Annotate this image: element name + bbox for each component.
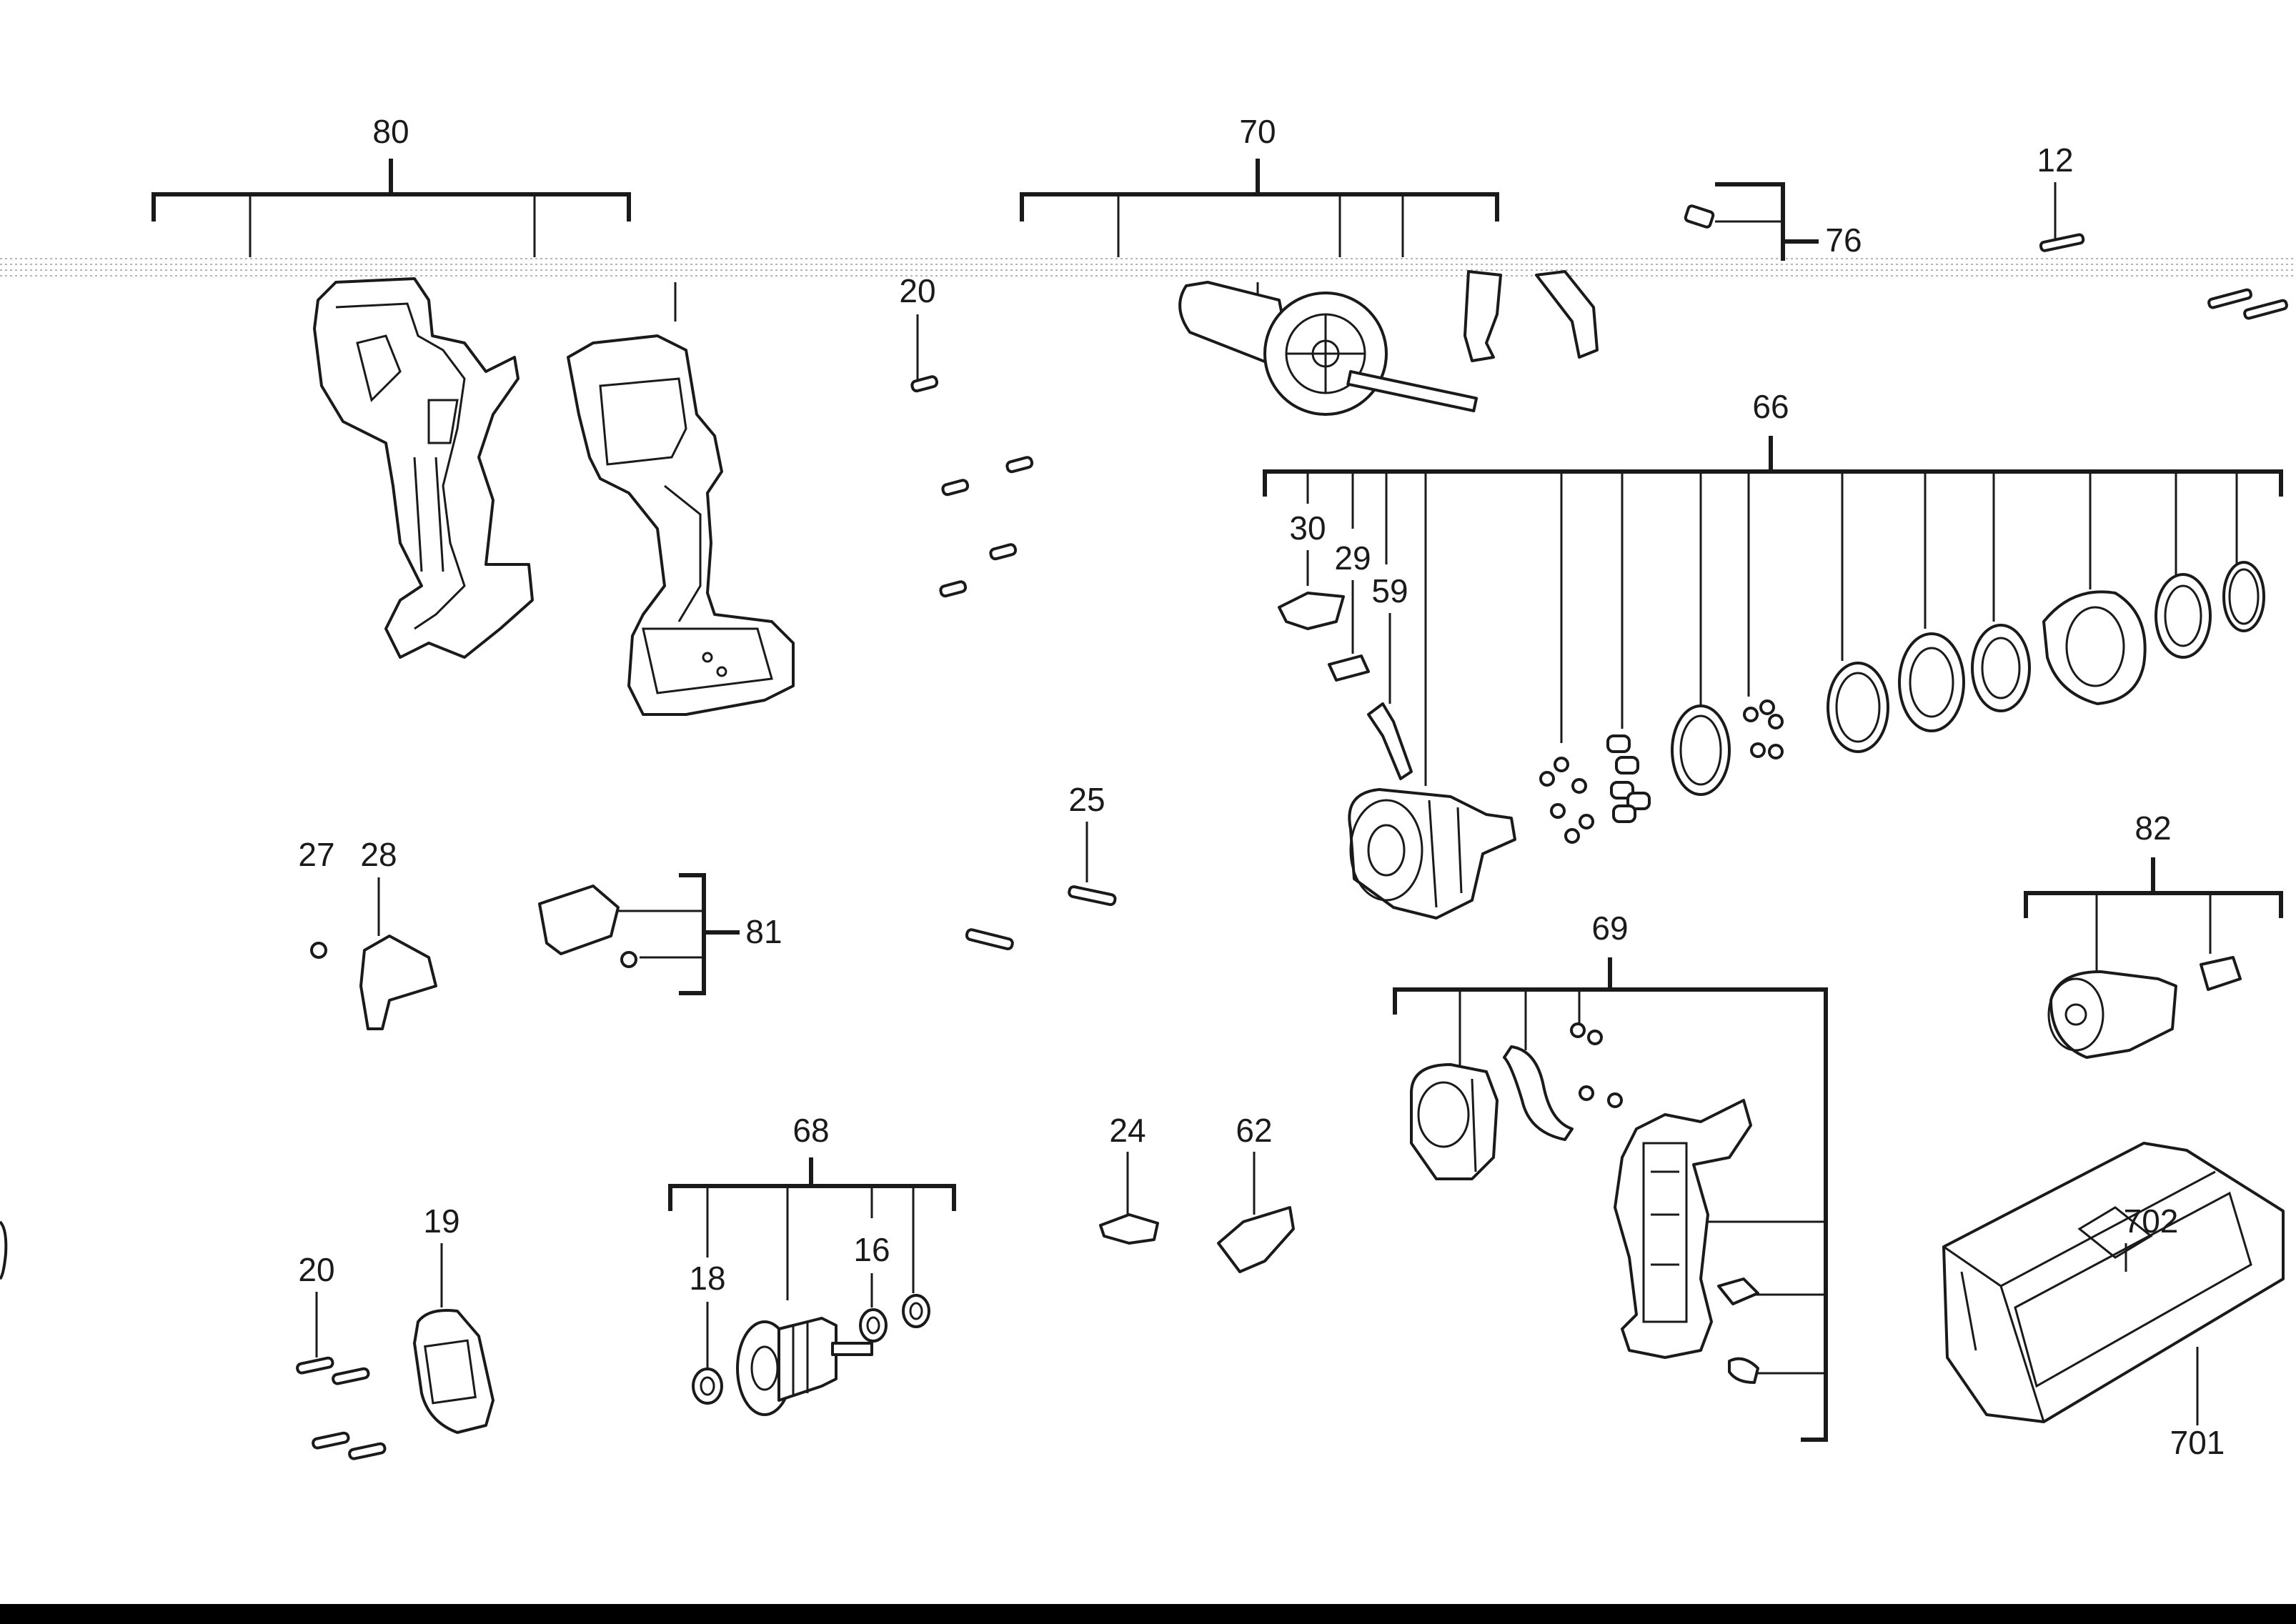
callout-18: 18 <box>689 1260 726 1405</box>
screw-icon <box>910 375 1034 598</box>
trigger-switch-icon <box>1614 1099 1752 1359</box>
label-25: 25 <box>1068 781 1105 818</box>
callout-59: 59 <box>1367 572 1413 780</box>
side-handle-icon <box>1178 270 1599 416</box>
label-29: 29 <box>1334 539 1371 577</box>
label-701: 701 <box>2170 1424 2225 1461</box>
callout-702: 702 <box>2124 1202 2179 1272</box>
callout-12: 12 <box>2037 141 2288 320</box>
label-16: 16 <box>853 1231 890 1268</box>
scan-noise-band <box>0 258 2296 277</box>
callout-25: 25 <box>965 781 1117 951</box>
planet-gear-balls-icon <box>1539 734 1651 844</box>
label-81: 81 <box>745 913 782 950</box>
callout-20-top: 20 <box>899 272 1034 598</box>
label-24: 24 <box>1109 1112 1145 1149</box>
callout-70: 70 <box>1020 113 1499 300</box>
callout-19: 19 <box>413 1202 495 1434</box>
armature-icon <box>736 1317 873 1416</box>
callout-81: 81 <box>538 873 782 995</box>
callout-68: 68 <box>668 1112 956 1300</box>
label-18: 18 <box>689 1260 725 1297</box>
callout-76: 76 <box>1684 182 1862 261</box>
label-59: 59 <box>1371 572 1408 609</box>
bottom-bar <box>0 1604 2296 1624</box>
label-20-top: 20 <box>899 272 935 309</box>
chuck-icon <box>2047 956 2242 1059</box>
callout-82: 82 <box>2024 809 2283 972</box>
label-27: 27 <box>298 836 334 873</box>
label-68: 68 <box>792 1112 829 1149</box>
callout-80: 80 <box>151 113 677 322</box>
label-702: 702 <box>2124 1202 2179 1240</box>
callout-62: 62 <box>1217 1112 1295 1273</box>
housing-right-icon <box>567 334 795 716</box>
partial-part-icon <box>0 1220 8 1280</box>
label-70: 70 <box>1239 113 1276 150</box>
label-19: 19 <box>423 1202 459 1240</box>
housing-left-icon <box>313 277 534 659</box>
callout-66: 66 <box>1263 388 2283 786</box>
callout-24: 24 <box>1099 1112 1159 1245</box>
switch-clip-icon <box>1717 1277 1759 1384</box>
label-66: 66 <box>1752 388 1789 425</box>
label-80: 80 <box>372 113 409 150</box>
gear-rings-icon <box>1671 561 2265 796</box>
gearbox-icon <box>1348 788 1516 920</box>
callout-30: 30 <box>1278 509 1345 630</box>
label-76: 76 <box>1825 221 1862 259</box>
callout-701: 701 <box>2170 1347 2225 1461</box>
label-28: 28 <box>360 836 397 873</box>
callout-27: 27 <box>298 836 335 959</box>
label-62: 62 <box>1236 1112 1272 1149</box>
callout-16: 16 <box>853 1231 930 1342</box>
label-30: 30 <box>1289 509 1326 547</box>
label-20-bottom: 20 <box>298 1251 334 1288</box>
stator-icon <box>1410 1063 1499 1180</box>
carry-case-icon <box>1942 1142 2285 1423</box>
callout-69: 69 <box>1393 910 1828 1442</box>
label-69: 69 <box>1591 910 1628 947</box>
callout-28: 28 <box>359 836 437 1030</box>
magnet-ring-icon <box>1503 1045 1574 1141</box>
callout-20-bottom: 20 <box>296 1251 387 1460</box>
label-82: 82 <box>2135 809 2171 847</box>
callout-29: 29 <box>1328 539 1371 682</box>
small-screws-icon <box>1570 1022 1623 1108</box>
label-12: 12 <box>2037 141 2073 179</box>
